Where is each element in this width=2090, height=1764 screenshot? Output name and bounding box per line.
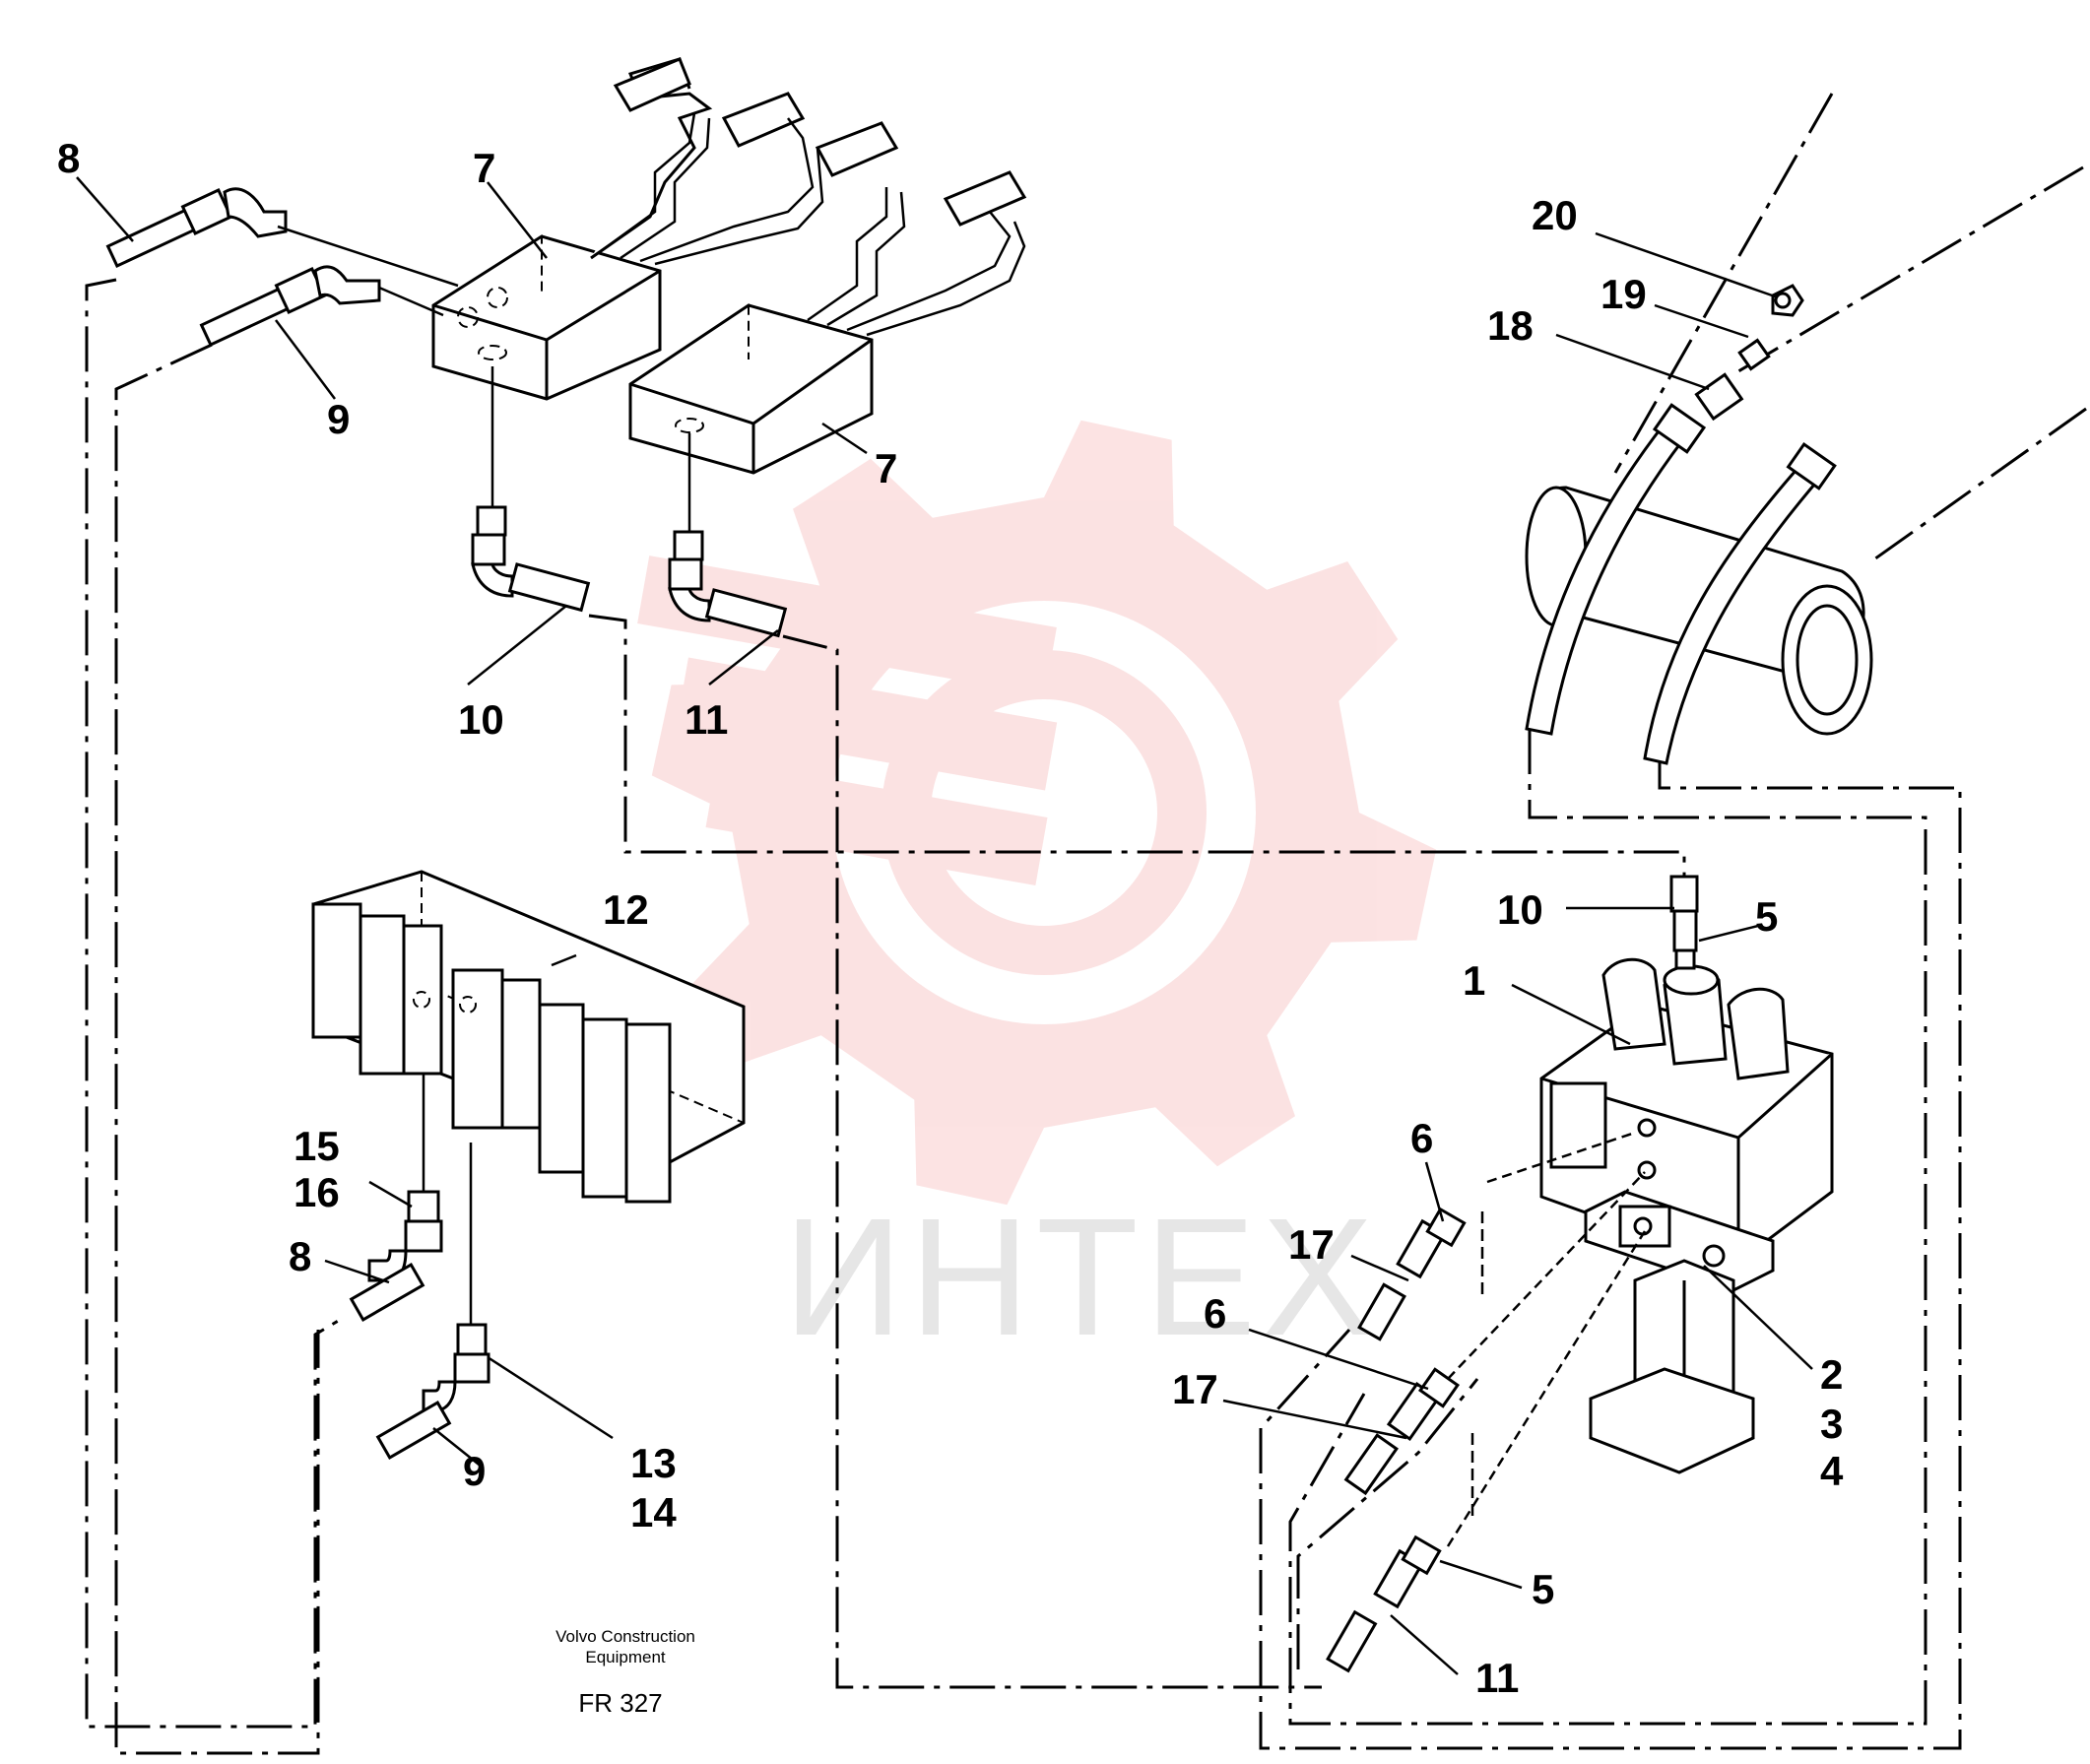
label-9-upper: 9 <box>327 396 350 442</box>
label-1: 1 <box>1463 957 1485 1004</box>
caption-line-1: Volvo Construction <box>555 1627 695 1646</box>
valve-base-2-3-4 <box>1584 1190 1775 1474</box>
label-2: 2 <box>1820 1351 1843 1398</box>
label-5-lower: 5 <box>1532 1566 1554 1612</box>
hose-8-lower <box>349 1249 425 1322</box>
label-3: 3 <box>1820 1401 1843 1447</box>
valve-bank-12 <box>311 870 746 1204</box>
fittings-18-19-20 <box>1694 284 1804 422</box>
label-20: 20 <box>1532 192 1578 238</box>
label-14: 14 <box>630 1489 677 1535</box>
caption-block: Volvo Construction Equipment FR 327 <box>555 1627 695 1718</box>
hose-9-upper <box>199 265 444 347</box>
fitting-5-11-lower <box>1326 1230 1647 1673</box>
control-box-right <box>628 187 1026 475</box>
fitting-13-14 <box>453 1143 490 1384</box>
pipe-routes <box>85 93 2087 1755</box>
label-15: 15 <box>294 1123 340 1169</box>
leader-lines <box>76 176 1813 1675</box>
hose-9-lower <box>375 1380 457 1460</box>
label-7-right: 7 <box>875 445 897 491</box>
fitting-6-17-lower <box>1343 1171 1646 1496</box>
watermark-text: ИНТЕХ <box>783 1184 1380 1371</box>
hose-8-upper <box>105 187 459 288</box>
hose-11-upper <box>668 433 788 638</box>
fitting-6-17-upper <box>1357 1131 1636 1341</box>
hose-10-5-right <box>1669 875 1699 970</box>
caption-line-2: Equipment <box>585 1648 666 1666</box>
dashed-brackets <box>1470 1211 1484 1522</box>
hose-10-upper <box>471 366 591 613</box>
label-10-upper: 10 <box>458 696 504 743</box>
label-10-right: 10 <box>1497 886 1543 933</box>
label-5-right: 5 <box>1755 893 1778 940</box>
label-17-lower: 17 <box>1172 1366 1218 1412</box>
label-19: 19 <box>1600 271 1647 317</box>
hose-pair-right <box>1525 403 1837 765</box>
fitting-15-16 <box>404 1074 443 1253</box>
caption-code: FR 327 <box>578 1688 662 1718</box>
label-7-left: 7 <box>473 145 495 191</box>
label-11-lower: 11 <box>1475 1655 1519 1701</box>
label-8-upper: 8 <box>57 135 80 181</box>
label-16: 16 <box>294 1169 340 1215</box>
label-6-lower: 6 <box>1204 1290 1226 1337</box>
watermark-gear-logo <box>637 420 1437 1206</box>
part-labels: 8 7 9 7 10 11 20 19 18 12 10 5 1 15 16 6… <box>57 135 1844 1701</box>
label-12: 12 <box>603 886 649 933</box>
label-13: 13 <box>630 1440 677 1486</box>
label-9-lower: 9 <box>463 1448 486 1494</box>
label-17-upper: 17 <box>1288 1221 1335 1268</box>
label-4: 4 <box>1820 1448 1844 1494</box>
label-18: 18 <box>1487 302 1534 349</box>
label-8-lower: 8 <box>289 1233 311 1279</box>
label-6-upper: 6 <box>1410 1115 1433 1161</box>
label-11-upper: 11 <box>685 696 728 743</box>
control-box-left <box>431 57 1027 401</box>
